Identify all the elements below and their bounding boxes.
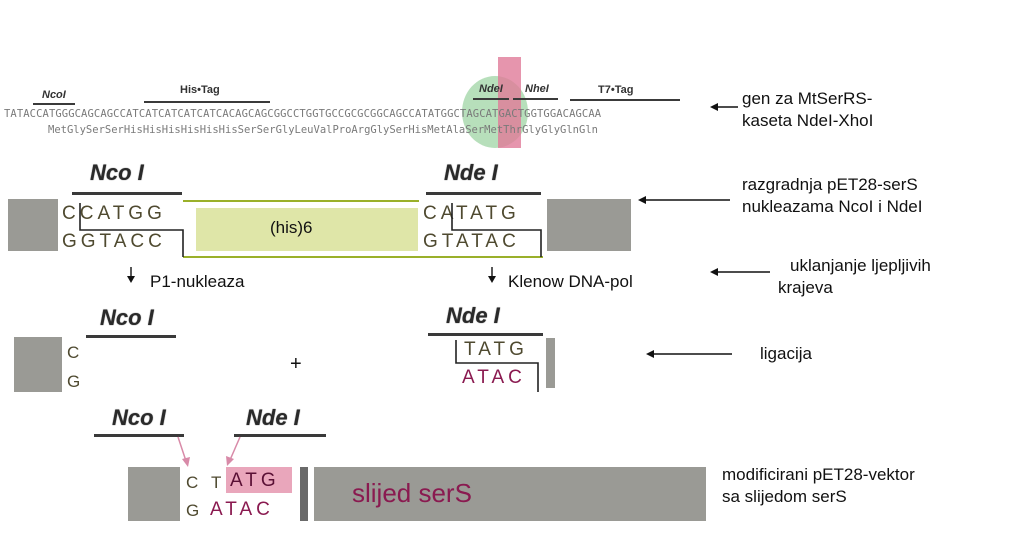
ligation-label: ligacija bbox=[760, 344, 812, 363]
product-c: C bbox=[186, 473, 199, 492]
product-ncoi-label: Nco I bbox=[112, 405, 166, 430]
arrow-removal-icon bbox=[710, 268, 770, 276]
ends-left-block bbox=[14, 337, 62, 392]
product-ndei-label: Nde I bbox=[246, 405, 300, 430]
tag-ndei: NdeI bbox=[479, 83, 503, 95]
ends-right-top: TATG bbox=[464, 339, 528, 360]
ends-ndei-bar bbox=[428, 333, 543, 336]
product-atac: ATAC bbox=[210, 499, 274, 520]
plus-sign: + bbox=[290, 353, 302, 375]
arrow-gene-icon bbox=[710, 103, 738, 111]
gene-label: gen za MtSerRS- kaseta NdeI-XhoI bbox=[742, 89, 874, 130]
ends-ncoi-label: Nco I bbox=[100, 305, 154, 330]
bar-ncoi bbox=[33, 103, 75, 105]
tag-nhei: NheI bbox=[525, 83, 549, 95]
product-t: T bbox=[211, 473, 222, 492]
digest-ndei-label: Nde I bbox=[444, 160, 498, 185]
digest-ncoi-bar bbox=[72, 192, 182, 195]
modified-vector-label: modificirani pET28-vektor sa slijedom se… bbox=[722, 465, 915, 506]
his-top-line bbox=[183, 200, 419, 202]
ends-left-c: C bbox=[67, 343, 80, 362]
digest-ndei-bar bbox=[426, 192, 541, 195]
digest-label: razgradnja pET28-serS nukleazama NcoI i … bbox=[742, 175, 923, 216]
product-g: G bbox=[186, 501, 200, 520]
pink-highlight bbox=[498, 57, 521, 148]
tag-ncoi: NcoI bbox=[42, 89, 66, 101]
digest-ncoi-label: Nco I bbox=[90, 160, 144, 185]
his6-box bbox=[196, 208, 418, 251]
insert-label: slijed serS bbox=[352, 478, 472, 508]
ncoi-top-strand: CCATGG bbox=[62, 203, 166, 224]
product-ncoi-bar bbox=[94, 434, 184, 437]
step-klenow: Klenow DNA-pol bbox=[508, 272, 633, 291]
bar-t7tag bbox=[570, 99, 680, 101]
bar-histag bbox=[144, 101, 270, 103]
ends-ncoi-bar bbox=[86, 335, 176, 338]
removal-label: uklanjanje ljepljivih krajeva bbox=[778, 256, 931, 297]
bar-nhei bbox=[513, 98, 558, 100]
product-ndei-bar bbox=[234, 434, 326, 437]
product-separator bbox=[300, 467, 308, 521]
insert-block bbox=[314, 467, 706, 521]
ends-right-block bbox=[546, 338, 555, 388]
bar-ndei bbox=[473, 98, 509, 100]
ends-left-g: G bbox=[67, 372, 81, 391]
arrow-ligation-icon bbox=[646, 350, 732, 358]
ends-right-bottom: ATAC bbox=[462, 367, 526, 388]
arrow-digest-icon bbox=[638, 196, 730, 204]
tag-t7tag: T7•Tag bbox=[598, 84, 634, 96]
ncoi-bottom-strand: GGTACC bbox=[62, 231, 166, 252]
protein-sequence: MetGlySerSerHisHisHisHisHisHisSerSerGlyL… bbox=[48, 124, 598, 136]
product-left-block bbox=[128, 467, 180, 521]
arrow-down-p1-icon bbox=[127, 267, 135, 283]
arrow-down-klenow-icon bbox=[488, 267, 496, 283]
step-p1-nuclease: P1-nukleaza bbox=[150, 272, 245, 291]
product-atg: ATG bbox=[230, 470, 280, 491]
digest-left-block bbox=[8, 199, 58, 251]
ndei-bottom-strand: GTATAC bbox=[423, 231, 520, 252]
tag-histag: His•Tag bbox=[180, 84, 220, 96]
his-bottom-line bbox=[183, 256, 543, 258]
digest-right-block bbox=[547, 199, 631, 251]
product-atg-highlight bbox=[226, 467, 292, 493]
ends-ndei-label: Nde I bbox=[446, 303, 500, 328]
ndei-top-strand: CATATG bbox=[423, 203, 520, 224]
dna-sequence: TATACCATGGGCAGCAGCCATCATCATCATCATCACAGCA… bbox=[4, 108, 602, 120]
his6-label: (his)6 bbox=[270, 218, 313, 237]
